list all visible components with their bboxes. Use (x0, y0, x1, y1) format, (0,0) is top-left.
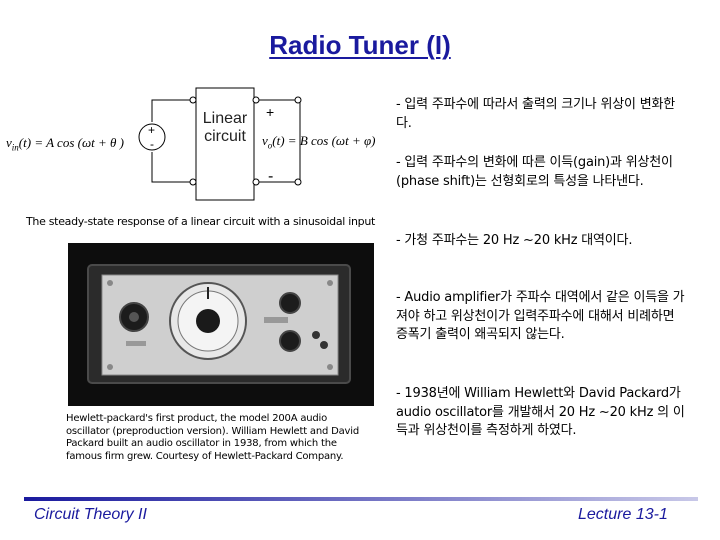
oscillator-illustration (68, 243, 374, 406)
input-bottom-wire (151, 152, 190, 183)
output-plus-sign: + (266, 104, 275, 120)
output-voltage-label: vo(t) = B cos (ωt + φ) (262, 133, 376, 151)
vin-var: v (6, 135, 12, 150)
bullet-5: - 1938년에 William Hewlett와 David Packard가… (396, 386, 685, 438)
bullet-4: - Audio amplifier가 주파수 대역에서 같은 이득을 가져야 하… (396, 290, 685, 342)
footer-lecture-number: Lecture 13-1 (578, 506, 668, 523)
circuit-caption: The steady-state response of a linear ci… (26, 215, 376, 228)
source-minus-sign: - (150, 137, 154, 151)
box-label-text: Linear circuit (202, 110, 248, 145)
output-node-right-top (294, 96, 302, 104)
vin-sub: in (11, 142, 19, 153)
output-terminal-bottom (252, 178, 260, 186)
vo-sub: o (267, 140, 273, 151)
input-terminal-top (189, 96, 197, 104)
oscillator-photo (68, 243, 374, 406)
output-terminal-top (252, 96, 260, 104)
circuit-diagram: + - (138, 87, 302, 201)
bullet-2: - 입력 주파수의 변화에 따른 이득(gain)과 위상천이(phase sh… (396, 155, 673, 189)
footer-divider (24, 497, 698, 501)
voltage-source-icon (138, 123, 166, 151)
photo-caption: Hewlett-packard's first product, the mod… (66, 413, 359, 462)
slide-title: Radio Tuner (I) (269, 30, 451, 60)
linear-circuit-label: Linear circuit (196, 110, 254, 146)
input-top-wire (151, 99, 190, 122)
footer-course-title: Circuit Theory II (34, 506, 147, 523)
vo-var: v (262, 133, 268, 148)
output-node-right-bottom (294, 178, 302, 186)
bullet-1: - 입력 주파수에 따라서 출력의 크기나 위상이 변화한다. (396, 97, 675, 131)
linear-circuit-box (195, 87, 255, 201)
output-minus-sign: - (268, 168, 274, 185)
vo-rest: (t) = B cos (ωt + φ) (272, 133, 376, 148)
bullet-3: - 가청 주파수는 20 Hz ~20 kHz 대역이다. (396, 233, 633, 248)
input-voltage-label: vin(t) = A cos (ωt + θ ) (6, 135, 124, 153)
source-plus-sign: + (148, 123, 155, 137)
vin-rest: (t) = A cos (ωt + θ ) (18, 135, 124, 150)
input-terminal-bottom (189, 178, 197, 186)
